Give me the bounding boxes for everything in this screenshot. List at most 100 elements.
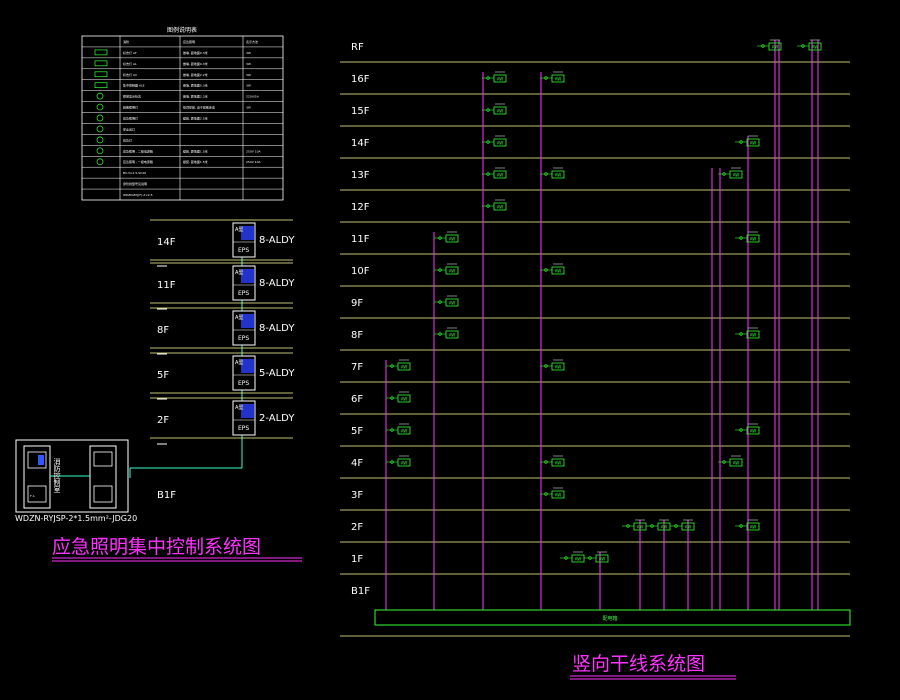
left-diagram-title: 应急照明集中控制系统图: [52, 536, 261, 558]
right-floor-label: B1F: [351, 586, 370, 597]
distribution-box: AW: [434, 295, 459, 307]
legend-cell-spec: 250V 10A: [246, 149, 262, 153]
box-code: AW: [750, 141, 757, 146]
left-floor-label: 8F: [157, 325, 169, 336]
legend-cell-spec: 3W: [246, 62, 251, 66]
legend-cell-name: 标志灯 AF: [123, 50, 137, 55]
legend-cell-install: 应急照明: [183, 39, 195, 44]
box-code: AW: [497, 109, 504, 114]
right-floor-label: 7F: [351, 362, 363, 373]
legend-cell-spec: 3W: [246, 84, 251, 88]
eps-box-tag: A型: [235, 359, 243, 366]
eps-box-tag: A型: [235, 314, 243, 321]
legend-cell-install: 壁装, 距地面2.5米: [183, 116, 208, 121]
eps-box-tag: A型: [235, 269, 243, 276]
box-code: AW: [661, 525, 668, 530]
legend-cell-name: 穿管线型号见说明: [123, 181, 147, 186]
box-code: AW: [401, 397, 408, 402]
legend-row: 应急照明 , 一级电源箱 壁装, 距地面1.5米 250V 10A: [96, 158, 262, 166]
legend-cell-name: 楼层显示标志: [123, 94, 141, 99]
legend-cell-install: 壁装, 距地面1.5米: [183, 159, 208, 164]
legend-cell-name: 消防: [123, 39, 129, 44]
right-floor-label: 3F: [351, 490, 363, 501]
aldy-label: 8-ALDY: [259, 278, 295, 289]
legend-row: 穿管线型号见说明: [123, 181, 147, 186]
distribution-box: AW: [434, 263, 459, 275]
right-floor-label: 15F: [351, 106, 370, 117]
distribution-box: AW: [540, 167, 565, 179]
legend-row: 应急灯: [96, 136, 132, 144]
right-floor-label: 6F: [351, 394, 363, 405]
box-code: AW: [497, 173, 504, 178]
aldy-label: 5-ALDY: [259, 368, 295, 379]
emergency-lighting-control-diagram: 14FA型EPS8-ALDY11FA型EPS8-ALDY8FA型EPS8-ALD…: [15, 219, 302, 562]
legend-row: 应急照明灯 壁装, 距地面2.5米: [96, 114, 208, 122]
right-floor-label: 12F: [351, 202, 370, 213]
legend-row: 楼层显示标志 嵌墙, 距地面2.2米 220V/5A: [96, 92, 260, 100]
right-floor-label: RF: [351, 42, 364, 53]
distribution-box: AW: [540, 487, 565, 499]
box-code: AW: [750, 525, 757, 530]
fire-control-cabinet: F A 消防控制室: [15, 439, 129, 513]
eps-label: EPS: [238, 380, 249, 387]
distribution-box: AW: [735, 519, 760, 531]
legend-cell-spec: 220V/5A: [246, 95, 260, 99]
legend-cell-spec: 表示方法: [246, 39, 258, 44]
legend-cell-install: 嵌墙, 距地面0.3米: [183, 50, 208, 55]
distribution-box: AW: [540, 71, 565, 83]
box-code: AW: [555, 269, 562, 274]
legend-row: 消防 应急照明 表示方法: [123, 39, 258, 44]
legend-cell-name: 应急照明 , 一级电源箱: [123, 159, 153, 164]
distribution-box: AW: [386, 359, 411, 371]
left-floor-label: 5F: [157, 370, 169, 381]
legend-row: 安全出口: [96, 125, 135, 133]
distribution-box: AW: [386, 391, 411, 403]
distribution-box: AW: [735, 231, 760, 243]
legend-cell-spec: 3W: [246, 106, 251, 110]
legend-cell-spec: 250V 10A: [246, 160, 262, 164]
distribution-box: AW: [757, 39, 782, 51]
legend-cell-name: 应急照明灯: [123, 116, 138, 121]
distribution-box: AW: [482, 71, 507, 83]
distribution-box: AW: [540, 263, 565, 275]
box-code: AW: [401, 461, 408, 466]
right-floor-label: 10F: [351, 266, 370, 277]
box-code: AW: [497, 205, 504, 210]
box-code: AW: [750, 237, 757, 242]
distribution-box: AW: [482, 103, 507, 115]
right-floor-label: 16F: [351, 74, 370, 85]
right-floor-label: 13F: [351, 170, 370, 181]
box-code: AW: [575, 557, 582, 562]
distribution-box: AW: [584, 551, 609, 563]
distribution-box: AW: [434, 327, 459, 339]
distribution-box: AW: [482, 135, 507, 147]
right-floor-label: 14F: [351, 138, 370, 149]
right-floor-label: 9F: [351, 298, 363, 309]
right-floor-label: 8F: [351, 330, 363, 341]
distribution-box: AW: [540, 455, 565, 467]
distribution-bus: [374, 609, 851, 626]
box-code: AW: [637, 525, 644, 530]
box-code: AW: [685, 525, 692, 530]
distribution-box: AW: [482, 167, 507, 179]
box-code: AW: [449, 237, 456, 242]
distribution-box: AW: [735, 135, 760, 147]
distribution-box: AW: [540, 359, 565, 371]
bus-label: 配电箱: [602, 615, 617, 622]
svg-text:F A: F A: [30, 494, 36, 498]
distribution-box: AW: [386, 455, 411, 467]
distribution-box: AW: [735, 327, 760, 339]
legend-cell-name: 应急照明 , 二级电源箱: [123, 148, 153, 153]
left-floor-label: 11F: [157, 280, 176, 291]
box-code: AW: [733, 173, 740, 178]
legend-cell-install: 嵌墙, 距地面2.2米: [183, 94, 208, 99]
